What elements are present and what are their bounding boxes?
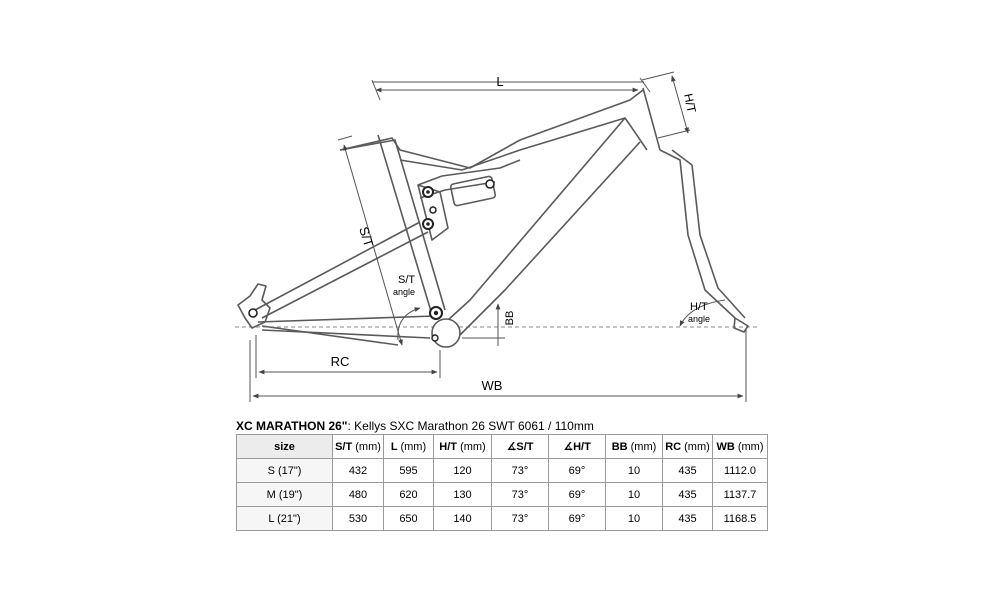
label-wheelbase: WB (482, 378, 503, 393)
label-top-tube: L (496, 74, 503, 89)
cell-wb: 1112.0 (712, 458, 768, 483)
table-header-row: size S/T (mm) L (mm) H/T (mm) ∡S/T ∡H/T … (236, 434, 768, 459)
cell-rc: 435 (662, 482, 713, 507)
cell-ht: 140 (433, 506, 492, 531)
cell-l: 595 (383, 458, 434, 483)
cell-st-angle: 73° (491, 482, 549, 507)
cell-ht: 130 (433, 482, 492, 507)
cell-st: 530 (332, 506, 384, 531)
cell-bb: 10 (605, 458, 663, 483)
geometry-table: size S/T (mm) L (mm) H/T (mm) ∡S/T ∡H/T … (236, 434, 768, 531)
label-seat-angle-1: S/T (398, 274, 415, 286)
table-row: S (17") 432 595 120 73° 69° 10 435 1112.… (236, 458, 768, 483)
table-row: M (19") 480 620 130 73° 69° 10 435 1137.… (236, 482, 768, 507)
cell-l: 620 (383, 482, 434, 507)
cell-rc: 435 (662, 458, 713, 483)
cell-ht: 120 (433, 458, 492, 483)
table-row: L (21") 530 650 140 73° 69° 10 435 1168.… (236, 506, 768, 531)
cell-l: 650 (383, 506, 434, 531)
label-head-angle-1: H/T (690, 301, 708, 313)
geometry-caption: XC MARATHON 26": Kellys SXC Marathon 26 … (236, 419, 594, 433)
header-bb: BB (mm) (605, 434, 663, 459)
dim-seat-tube: S/T (337, 135, 403, 346)
cell-rc: 435 (662, 506, 713, 531)
seat-angle: S/T angle (393, 274, 421, 341)
frame-outline (237, 87, 749, 348)
dim-head-tube: H/T (641, 71, 699, 139)
cell-ht-angle: 69° (548, 506, 606, 531)
header-st-angle: ∡S/T (491, 434, 549, 459)
bike-frame-diagram: L H/T S/T S/T angle BB H/T angle RC (235, 71, 760, 402)
cell-wb: 1137.7 (712, 482, 768, 507)
label-chainstay: RC (331, 354, 350, 369)
dim-bb-drop: BB (462, 303, 516, 346)
caption-text: : Kellys SXC Marathon 26 SWT 6061 / 110m… (347, 419, 594, 433)
header-wb: WB (mm) (712, 434, 768, 459)
label-head-angle-2: angle (688, 314, 710, 324)
cell-bb: 10 (605, 506, 663, 531)
cell-size: M (19") (236, 482, 333, 507)
pivot-points (248, 179, 495, 342)
header-st: S/T (mm) (332, 434, 384, 459)
cell-ht-angle: 69° (548, 458, 606, 483)
cell-st-angle: 73° (491, 458, 549, 483)
head-angle: H/T angle (679, 299, 726, 327)
cell-size: S (17") (236, 458, 333, 483)
header-l: L (mm) (383, 434, 434, 459)
cell-ht-angle: 69° (548, 482, 606, 507)
dim-top-tube: L (371, 74, 651, 101)
header-ht: H/T (mm) (433, 434, 492, 459)
header-size: size (236, 434, 333, 459)
header-ht-angle: ∡H/T (548, 434, 606, 459)
dim-chainstay: RC (255, 335, 441, 378)
header-rc: RC (mm) (662, 434, 713, 459)
label-bb-drop: BB (504, 311, 516, 326)
cell-wb: 1168.5 (712, 506, 768, 531)
cell-st-angle: 73° (491, 506, 549, 531)
label-seat-tube: S/T (356, 225, 376, 249)
cell-size: L (21") (236, 506, 333, 531)
label-head-tube: H/T (681, 92, 699, 114)
cell-st: 432 (332, 458, 384, 483)
caption-title: XC MARATHON 26" (236, 419, 348, 433)
label-seat-angle-2: angle (393, 287, 415, 297)
cell-bb: 10 (605, 482, 663, 507)
cell-st: 480 (332, 482, 384, 507)
dim-wheelbase: WB (249, 330, 747, 402)
